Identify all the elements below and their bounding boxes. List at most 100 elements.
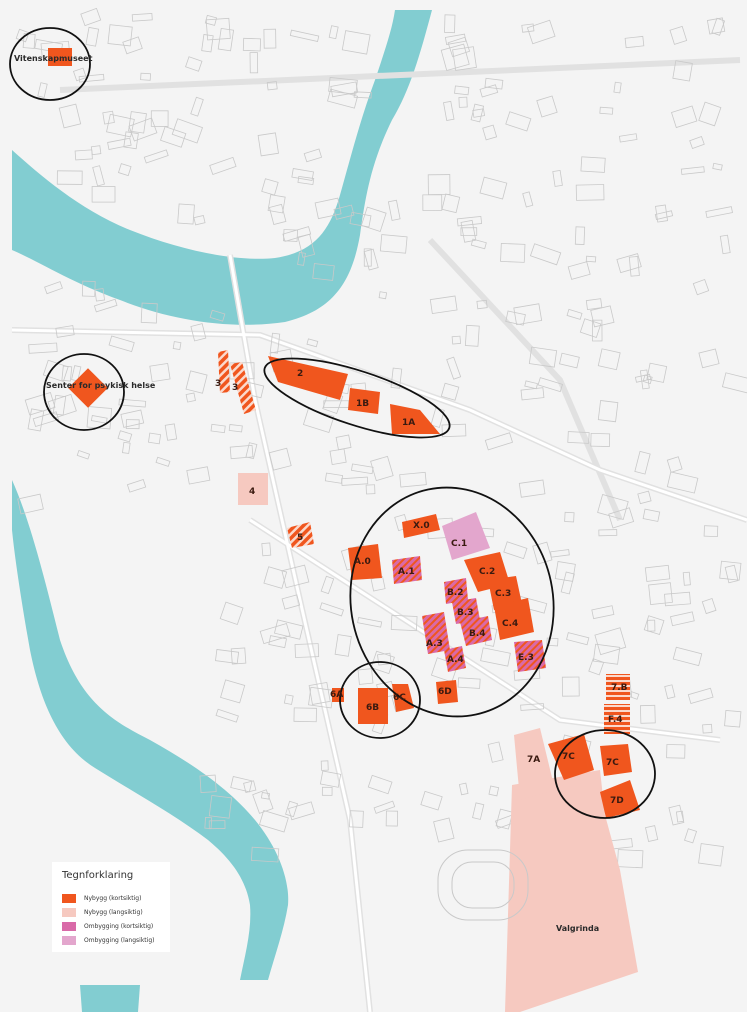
city-block [645,825,659,842]
city-block [52,394,67,416]
city-block [597,400,619,423]
label-c3: C.3 [495,589,511,599]
label-c4: C.4 [502,619,518,629]
city-block [308,681,331,705]
city-block [536,95,558,118]
city-block [712,162,723,171]
city-block [703,525,719,538]
building-2 [268,356,348,400]
city-block [268,447,292,471]
city-block [618,133,638,143]
city-block [140,72,152,81]
city-block [186,466,211,485]
city-block [118,398,147,408]
city-block [370,650,395,675]
city-block [319,602,345,617]
city-block [321,786,333,796]
city-block [666,744,686,759]
city-block [209,309,226,322]
city-block [617,849,644,869]
label-a3: A.3 [426,639,443,649]
legend-swatch [62,893,76,903]
river-southwest [12,480,289,980]
city-block [80,7,102,27]
city-block [245,442,258,460]
city-block [294,643,320,658]
building-7b [606,674,630,700]
city-block [721,372,747,394]
city-block [682,571,691,586]
city-block [373,800,396,814]
city-block [150,110,169,127]
city-block [76,449,91,460]
city-block [319,770,342,788]
city-block [164,423,178,441]
city-blocks [15,7,747,869]
label-2: 2 [297,369,303,379]
city-block [377,652,392,666]
city-block [451,335,462,345]
city-block [666,456,683,473]
city-block [210,423,226,434]
city-block [591,319,603,342]
label-a4: A.4 [447,655,464,665]
city-block [495,808,514,830]
city-block [446,356,462,380]
building-e3 [514,640,546,672]
city-block [642,508,661,522]
city-block [250,846,280,863]
city-block [228,424,243,433]
label-5: 5 [297,533,303,543]
label-b3x: B.3 [457,608,474,618]
city-block [487,741,504,763]
city-block [454,85,470,96]
city-block [219,601,244,626]
city-block [341,30,371,55]
city-block [199,774,217,793]
city-block [664,591,691,607]
label-a0: A.0 [354,557,371,567]
building-1b [348,388,380,414]
building-7d [600,780,640,818]
city-block [267,194,286,214]
city-block [526,19,556,45]
city-block [205,17,231,41]
city-block [289,29,320,42]
city-block [350,463,374,475]
city-block [283,694,294,705]
city-block [229,444,254,460]
city-block [500,242,526,263]
city-block [552,170,563,187]
city-block [93,298,118,313]
legend-item-nybygg-kort: Nybygg (kortsiktig) [62,892,141,904]
city-block [107,137,132,150]
city-block [335,434,352,451]
city-block [390,367,403,389]
city-block [590,305,615,328]
city-block [357,668,374,685]
building-7c-b [600,744,632,776]
city-block [433,817,455,843]
building-c4 [494,598,534,640]
city-block [209,156,237,175]
city-block [204,816,213,829]
city-block [263,28,277,49]
city-block [215,649,240,664]
city-block [122,36,143,55]
city-block [281,594,301,610]
city-block [329,448,347,465]
city-block [261,542,272,557]
city-block [634,450,651,475]
circle-7-cluster [554,729,656,819]
city-block [692,278,710,296]
building-a4 [444,646,466,672]
city-block [126,479,147,493]
city-block [670,611,695,627]
city-block [230,776,253,793]
circle-campus [349,486,555,718]
building-f4 [604,704,630,734]
building-6d [436,680,458,704]
building-x0 [402,514,440,538]
city-block [599,106,614,115]
